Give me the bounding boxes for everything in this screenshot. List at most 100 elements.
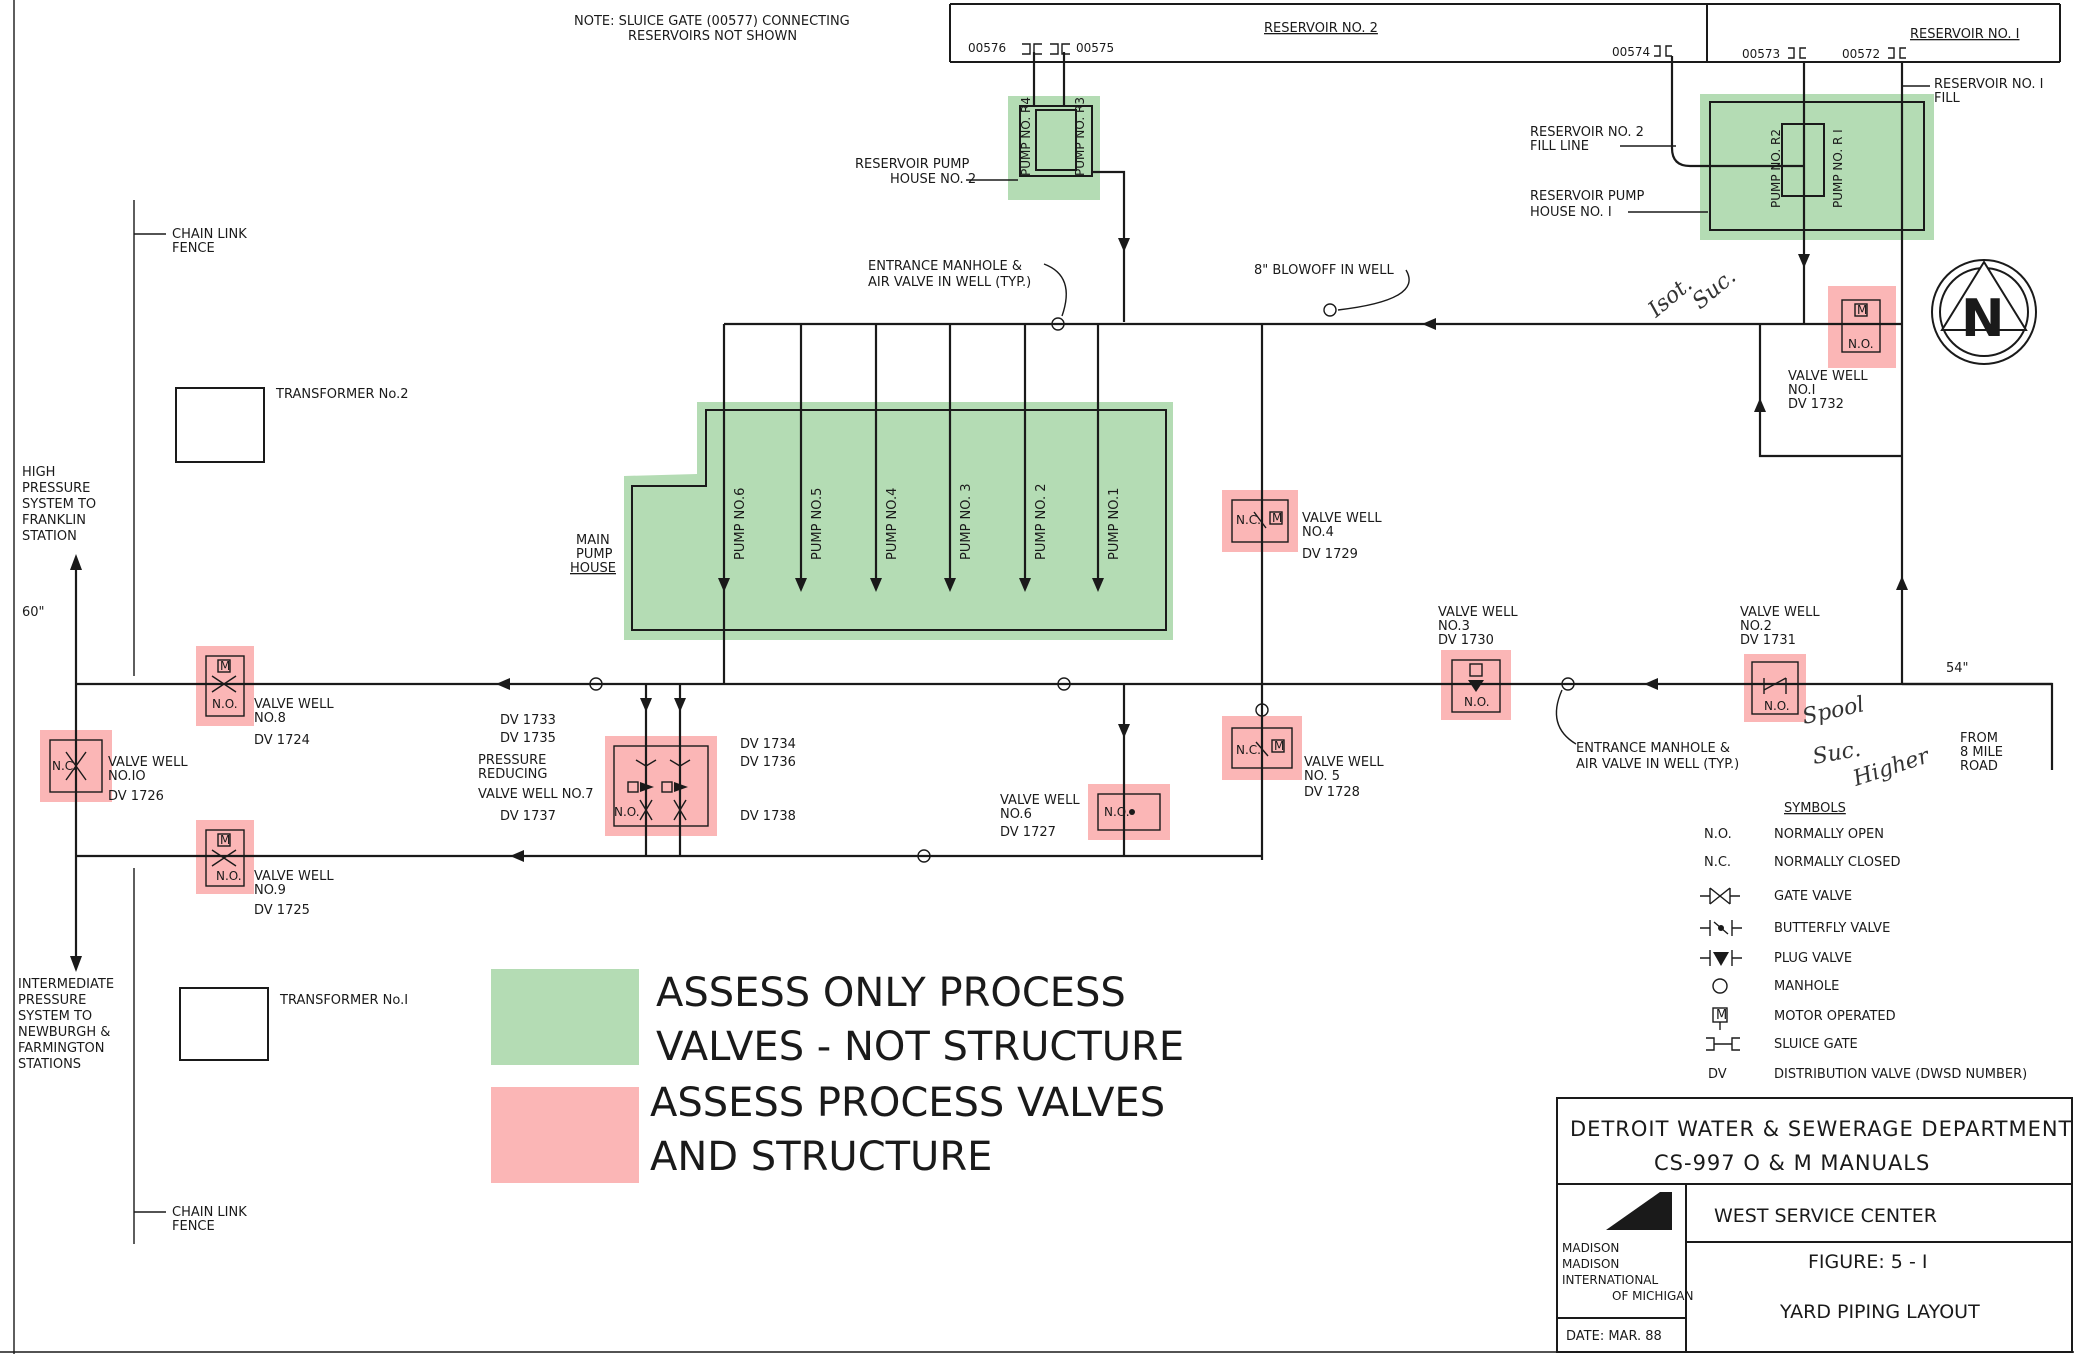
svg-text:00575: 00575	[1076, 41, 1114, 55]
svg-text:MOTOR OPERATED: MOTOR OPERATED	[1774, 1009, 1896, 1024]
title-block: DETROIT WATER & SEWERAGE DEPARTMENT CS-9…	[1556, 1097, 2073, 1353]
svg-text:OF MICHIGAN: OF MICHIGAN	[1612, 1289, 1693, 1303]
valve-well-1-symbol: M N.O.	[1841, 299, 1881, 353]
valve-well-7-symbol: N.O.	[613, 745, 709, 827]
svg-text:PUMP NO. R4: PUMP NO. R4	[1019, 97, 1033, 176]
firm-logo-icon	[1606, 1192, 1672, 1230]
manhole-icon	[917, 849, 931, 863]
plug-valve-icon	[1700, 950, 1742, 966]
legend-swatch-red	[491, 1087, 639, 1183]
svg-text:NO.6: NO.6	[1000, 807, 1032, 822]
manhole-icon	[1323, 303, 1337, 317]
svg-text:DV 1728: DV 1728	[1304, 785, 1360, 800]
valve-well-9-label: VALVE WELL NO.9 DV 1725	[254, 869, 334, 918]
svg-text:M: M	[1857, 303, 1867, 317]
valve-well-2-symbol: N.O.	[1751, 661, 1799, 715]
svg-text:ENTRANCE MANHOLE &: ENTRANCE MANHOLE &	[868, 259, 1022, 274]
svg-text:NORMALLY OPEN: NORMALLY OPEN	[1774, 827, 1884, 842]
svg-text:DV 1730: DV 1730	[1438, 633, 1494, 648]
svg-text:CHAIN LINK: CHAIN LINK	[172, 227, 247, 242]
reservoir-2-fill-label-2: FILL LINE	[1530, 139, 1589, 154]
chain-link-fence-top: CHAIN LINK FENCE	[134, 227, 247, 256]
svg-text:PUMP NO. R I: PUMP NO. R I	[1831, 129, 1845, 208]
pipe-size-54: 54"	[1946, 661, 1969, 676]
svg-text:FENCE: FENCE	[172, 1219, 215, 1234]
svg-text:DV 1732: DV 1732	[1788, 397, 1844, 412]
legend-green-line-2: VALVES - NOT STRUCTURE	[656, 1024, 1184, 1070]
svg-text:FRANKLIN: FRANKLIN	[22, 513, 86, 528]
entrance-manhole-label-right: ENTRANCE MANHOLE & AIR VALVE IN WELL (TY…	[1555, 689, 1739, 772]
manhole-icon	[1712, 978, 1728, 994]
symbols-legend: SYMBOLS N.O. NORMALLY OPEN N.C. NORMALLY…	[1700, 801, 2027, 1082]
sluice-gate-00575: 00575	[1050, 41, 1114, 55]
title-manual: CS-997 O & M MANUALS	[1654, 1151, 1930, 1175]
reservoir-structure	[949, 3, 2061, 63]
manhole-icon	[1051, 317, 1065, 331]
svg-text:N.O.: N.O.	[614, 805, 640, 819]
svg-text:PUMP NO. 2: PUMP NO. 2	[1034, 483, 1049, 560]
svg-text:8 MILE: 8 MILE	[1960, 745, 2003, 760]
svg-text:M: M	[1274, 739, 1284, 753]
svg-text:PUMP NO.4: PUMP NO.4	[885, 488, 900, 560]
svg-text:REDUCING: REDUCING	[478, 767, 547, 782]
svg-text:SYSTEM TO: SYSTEM TO	[18, 1009, 92, 1024]
svg-text:SYMBOLS: SYMBOLS	[1784, 801, 1846, 816]
manhole-icon	[589, 677, 603, 691]
svg-text:00576: 00576	[968, 41, 1006, 55]
main-pump-house-label-2: PUMP	[576, 547, 613, 562]
main-pump-house-label-3: HOUSE	[570, 561, 616, 576]
note-line-1: NOTE: SLUICE GATE (00577) CONNECTING	[574, 14, 850, 29]
valve-well-6-symbol: N.O.	[1097, 793, 1161, 831]
main-piping	[74, 200, 2054, 1244]
handwritten-note-suc: Suc.	[1811, 737, 1863, 770]
transformer-2: TRANSFORMER No.2	[175, 387, 409, 463]
svg-text:N.C.: N.C.	[1236, 513, 1261, 527]
svg-text:DV 1725: DV 1725	[254, 903, 310, 918]
valve-well-4-label: VALVE WELL NO.4 DV 1729	[1302, 511, 1382, 562]
svg-text:MADISON: MADISON	[1562, 1241, 1619, 1255]
svg-text:PLUG VALVE: PLUG VALVE	[1774, 951, 1852, 966]
reservoir-2-fill-label: RESERVOIR NO. 2	[1530, 125, 1644, 140]
pump-house-2-label: RESERVOIR PUMP	[855, 157, 970, 172]
svg-text:00572: 00572	[1842, 47, 1880, 61]
valve-well-1-label: VALVE WELL NO.I DV 1732	[1788, 369, 1868, 412]
svg-text:VALVE WELL: VALVE WELL	[1438, 605, 1518, 620]
svg-text:GATE VALVE: GATE VALVE	[1774, 889, 1852, 904]
svg-text:CHAIN LINK: CHAIN LINK	[172, 1205, 247, 1220]
svg-text:VALVE WELL: VALVE WELL	[1302, 511, 1382, 526]
legend-green-line-1: ASSESS ONLY PROCESS	[656, 970, 1126, 1016]
valve-well-10-symbol: N.C.	[49, 739, 103, 793]
handwritten-note-higher: Higher	[1849, 743, 1933, 792]
reservoir-pump-house-2: PUMP NO. R4 PUMP NO. R3	[1019, 52, 1126, 322]
svg-text:AIR VALVE IN WELL (TYP.): AIR VALVE IN WELL (TYP.)	[1576, 757, 1739, 772]
main-pump-house: PUMP NO.6 PUMP NO.5 PUMP NO.4 PUMP NO. 3…	[631, 409, 1167, 631]
handwritten-note-spool: Spool	[1800, 692, 1867, 729]
svg-text:PUMP NO.5: PUMP NO.5	[810, 488, 825, 560]
highlight-valve-well-7	[605, 736, 717, 836]
svg-text:DV 1726: DV 1726	[108, 789, 164, 804]
svg-text:M: M	[1716, 1008, 1727, 1023]
svg-text:N.O.: N.O.	[1764, 699, 1790, 713]
svg-text:STATIONS: STATIONS	[18, 1057, 81, 1072]
north-arrow-icon: N	[1931, 259, 2037, 365]
valve-well-8-symbol: M N.O.	[205, 655, 245, 717]
svg-text:N.O.: N.O.	[1848, 337, 1874, 351]
note-line-2: RESERVOIRS NOT SHOWN	[628, 29, 797, 44]
svg-text:NO.8: NO.8	[254, 711, 286, 726]
svg-text:8" BLOWOFF IN WELL: 8" BLOWOFF IN WELL	[1254, 263, 1394, 278]
svg-text:INTERMEDIATE: INTERMEDIATE	[18, 977, 114, 992]
svg-text:DISTRIBUTION VALVE (DWSD NUMBE: DISTRIBUTION VALVE (DWSD NUMBER)	[1774, 1067, 2027, 1082]
legend-swatch-green	[491, 969, 639, 1065]
svg-text:DV: DV	[1708, 1067, 1727, 1082]
svg-text:PUMP NO. 3: PUMP NO. 3	[959, 483, 974, 560]
svg-text:TRANSFORMER No.I: TRANSFORMER No.I	[279, 993, 408, 1008]
svg-text:NO.2: NO.2	[1740, 619, 1772, 634]
svg-text:SLUICE GATE: SLUICE GATE	[1774, 1037, 1858, 1052]
from-8-mile-road-label: FROM 8 MILE ROAD	[1960, 731, 2003, 774]
svg-text:VALVE WELL: VALVE WELL	[254, 697, 334, 712]
highlight-main-pump-house	[624, 402, 1173, 640]
highlight-valve-well-1	[1828, 286, 1896, 368]
svg-text:VALVE WELL: VALVE WELL	[254, 869, 334, 884]
svg-text:DV 1724: DV 1724	[254, 733, 310, 748]
